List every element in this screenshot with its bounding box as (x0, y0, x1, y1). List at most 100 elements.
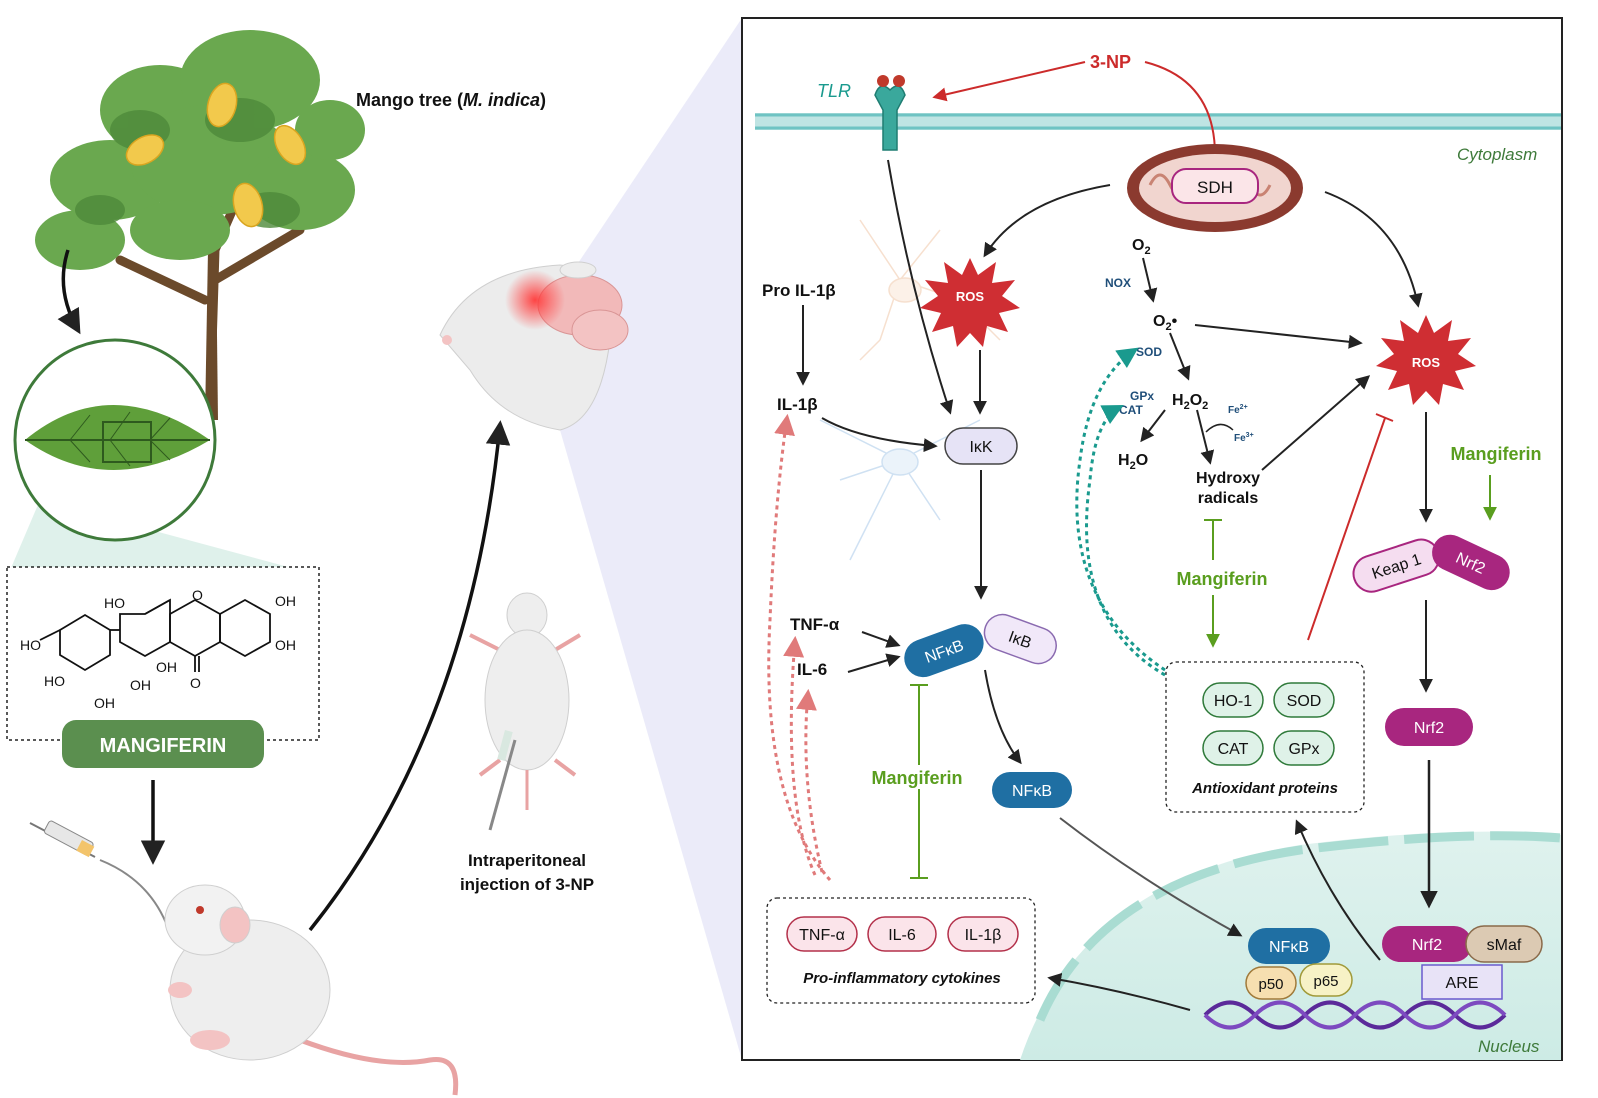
svg-text:OH: OH (275, 637, 296, 653)
ros-starburst-right (1376, 315, 1476, 405)
hydroxy-label-line2: radicals (1198, 490, 1259, 507)
mouse-brain-icon (439, 261, 629, 431)
svg-text:O: O (190, 675, 201, 691)
h2o2-label: H2O2 (1172, 392, 1208, 412)
mango-tree (35, 30, 365, 420)
are-label: ARE (1446, 975, 1479, 992)
nrf2-free-node (1385, 708, 1473, 746)
cytokine-feedback-il6 (796, 688, 824, 873)
h2o2-to-h2o-arrow (1140, 409, 1166, 443)
il1b-label: IL-1β (777, 395, 818, 414)
syringe-icon (29, 820, 169, 929)
mito-to-ros-left-arrow (983, 184, 1111, 258)
leaf-magnifier (8, 338, 318, 575)
ikk-label: IκK (969, 439, 992, 456)
antioxidant-to-sod-dotted-arrow (1075, 347, 1166, 672)
mito-to-ros-right-arrow (1324, 191, 1423, 308)
antioxidant-pill-label: SOD (1287, 693, 1322, 710)
cytokine-pill (947, 916, 1019, 952)
cytokine-pill (786, 916, 858, 952)
nrf2-free-label: Nrf2 (1414, 720, 1444, 737)
tnfa-to-nfkb-arrow (861, 631, 901, 648)
superoxide-label: O2• (1153, 313, 1178, 333)
cytokine-pills: TNF-α IL-6 IL-1β (786, 916, 1019, 952)
il6-input-label: IL-6 (797, 660, 827, 679)
sod-enzyme-label: SOD (1136, 345, 1162, 359)
hydroxy-to-ros-arrow (1261, 375, 1371, 471)
p50-label: p50 (1258, 976, 1283, 993)
zoom-projection (540, 18, 742, 1060)
pro-il1b-label: Pro IL-1β (762, 281, 836, 300)
svg-text:HO: HO (104, 595, 125, 611)
antioxidant-box-label: Antioxidant proteins (1191, 780, 1338, 797)
gpx-enzyme-label: GPx (1130, 389, 1154, 403)
antioxidant-pill (1202, 730, 1264, 766)
il6-to-nfkb-arrow (847, 653, 901, 673)
o2-label: O2 (1132, 237, 1151, 257)
sdh-label: SDH (1197, 178, 1233, 197)
tlr-label: TLR (817, 81, 851, 101)
nfkb-to-nucleus-arrow (1059, 817, 1243, 937)
antioxidant-pill-label: GPx (1288, 741, 1319, 758)
antioxidant-pill (1273, 730, 1335, 766)
tree-to-leaf-arrow (57, 249, 81, 335)
compound-name: MANGIFERIN (100, 735, 227, 757)
svg-text:HO: HO (20, 637, 41, 653)
ros-label-right: ROS (1412, 355, 1441, 370)
mouse-to-brain-arrow (308, 420, 511, 932)
cytokine-pill-label: TNF-α (799, 927, 845, 944)
nrf2-nuclear-label: Nrf2 (1412, 937, 1442, 954)
antioxidant-protein-pills: HO-1 SOD CAT GPx (1202, 682, 1335, 766)
nfkb-to-cytokines-arrow (1047, 972, 1191, 1011)
tree-label: Mango tree (M. indica) (356, 90, 546, 110)
svg-text:HO: HO (44, 673, 65, 689)
antioxidant-pill (1273, 682, 1335, 718)
svg-text:OH: OH (156, 659, 177, 675)
ikb-node: IκB (983, 613, 1057, 665)
smaf-node (1465, 925, 1543, 963)
toxin-to-tlr-arrow (932, 61, 1086, 102)
neuron-cells-icon (819, 219, 1001, 561)
cytokine-pill-label: IL-6 (888, 927, 916, 944)
ros-starburst-left (920, 258, 1020, 347)
nox-label: NOX (1105, 276, 1131, 290)
nfkb-free-label: NFκB (1012, 783, 1052, 800)
svg-text:OH: OH (94, 695, 115, 711)
antioxidant-pill-label: HO-1 (1214, 693, 1252, 710)
cytokine-feedback-tnfa (783, 635, 817, 876)
tlr-to-ikk-arrow (887, 159, 954, 415)
tlr-receptor-icon (874, 75, 906, 151)
are-node (1421, 964, 1503, 1000)
cytokines-box-label: Pro-inflammatory cytokines (803, 970, 1001, 987)
nrf2-nuclear-node (1382, 926, 1472, 962)
svg-text:OH: OH (275, 593, 296, 609)
cytoplasm-label: Cytoplasm (1457, 145, 1537, 164)
injection-label-line1: Intraperitoneal (468, 851, 586, 870)
toxin-label: 3-NP (1090, 52, 1131, 72)
cytokine-feedback-il1b (767, 413, 832, 881)
are-to-antioxidants-arrow (1294, 819, 1381, 961)
p50-node (1245, 966, 1297, 1000)
antioxidant-inhibits-ros (1307, 413, 1394, 641)
tnfa-input-label: TNF-α (790, 615, 840, 634)
ros-label-left: ROS (956, 289, 985, 304)
mangiferin-label-bg (860, 765, 978, 789)
compound-structure-box (6, 566, 320, 741)
nucleus-label: Nucleus (1478, 1037, 1540, 1056)
h2o2-to-hydroxy-arrow (1196, 409, 1215, 465)
hydroxy-label-line1: Hydroxy (1196, 470, 1260, 487)
mangiferin-label-nrf2: Mangiferin (1450, 444, 1541, 464)
ikb-label: IκB (1006, 629, 1034, 653)
dna-helix (1203, 1000, 1507, 1030)
cytokine-pill (867, 916, 937, 952)
nrf2-bound-node: Nrf2 (1432, 534, 1510, 591)
sdh-node (1171, 168, 1259, 204)
mouse-supine-icon (469, 592, 582, 831)
nfkb-nuclear-node (1248, 928, 1330, 964)
injection-label-line2: injection of 3-NP (460, 875, 594, 894)
o2-to-superoxide-arrow (1142, 257, 1158, 303)
nuclear-membrane (1035, 831, 1562, 1022)
svg-text:O: O (192, 587, 203, 603)
superoxide-to-ros-arrow (1194, 324, 1363, 349)
